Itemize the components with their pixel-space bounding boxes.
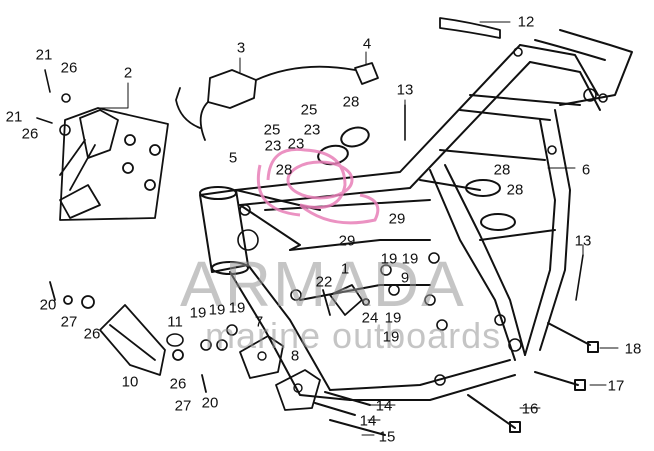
callout-10: 10 xyxy=(121,373,139,391)
callout-19-a: 19 xyxy=(380,250,398,268)
callout-14-b: 14 xyxy=(359,412,377,430)
callout-17: 17 xyxy=(607,377,625,395)
callout-25-a: 25 xyxy=(300,101,318,119)
callout-26-mid: 26 xyxy=(21,125,39,143)
callout-26-bottom: 26 xyxy=(169,375,187,393)
callout-14-a: 14 xyxy=(375,397,393,415)
callout-12: 12 xyxy=(517,13,535,31)
callout-27-bottom: 27 xyxy=(174,397,192,415)
long-bolts xyxy=(314,322,599,436)
callout-28-right-top: 28 xyxy=(493,161,511,179)
callout-23-a: 23 xyxy=(303,121,321,139)
callout-20-bottom: 20 xyxy=(201,394,219,412)
callout-9: 9 xyxy=(400,269,410,287)
frame-holes xyxy=(237,47,608,386)
callout-19-e: 19 xyxy=(228,299,246,317)
callout-1: 1 xyxy=(340,260,350,278)
part-2-regulator xyxy=(59,107,169,221)
callout-18: 18 xyxy=(624,340,642,358)
callout-24: 24 xyxy=(361,309,379,327)
callout-25-b: 25 xyxy=(263,121,281,139)
part-13-bolts xyxy=(404,104,584,301)
callout-6: 6 xyxy=(581,161,591,179)
callout-7: 7 xyxy=(254,313,264,331)
part-11-19-rings xyxy=(166,324,238,351)
callout-13-top: 13 xyxy=(396,81,414,99)
callout-23-b: 23 xyxy=(264,137,282,155)
callout-21-top: 21 xyxy=(35,46,53,64)
part-1-bracket xyxy=(322,284,370,316)
callout-11: 11 xyxy=(167,313,183,331)
callout-19-c: 19 xyxy=(189,304,207,322)
callout-26-top: 26 xyxy=(60,59,78,77)
callout-19-b: 19 xyxy=(401,250,419,268)
part-8-plate xyxy=(275,369,321,411)
part-4-connector xyxy=(354,62,379,85)
callout-23-c: 23 xyxy=(287,135,305,153)
callout-19-d: 19 xyxy=(208,301,226,319)
watermark-title: ARMADA xyxy=(180,248,466,320)
callout-13-right: 13 xyxy=(574,232,592,250)
callout-29-b: 29 xyxy=(338,232,356,250)
callout-5: 5 xyxy=(228,149,238,167)
part-3-harness xyxy=(175,65,356,141)
part-7-plate xyxy=(239,335,284,379)
callout-28-right: 28 xyxy=(506,181,524,199)
callout-16: 16 xyxy=(521,400,539,418)
callout-8: 8 xyxy=(290,347,300,365)
callout-20-left: 20 xyxy=(39,296,57,314)
part-12-bracket xyxy=(439,17,501,39)
callout-19-g: 19 xyxy=(382,328,400,346)
callout-28-top: 28 xyxy=(342,93,360,111)
callout-22: 22 xyxy=(315,273,333,291)
leader-lines xyxy=(97,21,619,436)
callout-28-left: 28 xyxy=(275,161,293,179)
part-10-plate xyxy=(49,281,207,393)
callout-21-mid: 21 xyxy=(5,108,23,126)
fasteners-top-left xyxy=(36,69,71,136)
callout-29-a: 29 xyxy=(388,210,406,228)
callout-26-left: 26 xyxy=(83,325,101,343)
callout-27-left: 27 xyxy=(60,313,78,331)
callout-19-f: 19 xyxy=(384,309,402,327)
callout-2: 2 xyxy=(123,64,133,82)
callout-4: 4 xyxy=(362,35,372,53)
watermark-subtitle: marine outboards xyxy=(205,315,502,356)
callout-3: 3 xyxy=(236,39,246,57)
callout-15: 15 xyxy=(378,428,396,446)
